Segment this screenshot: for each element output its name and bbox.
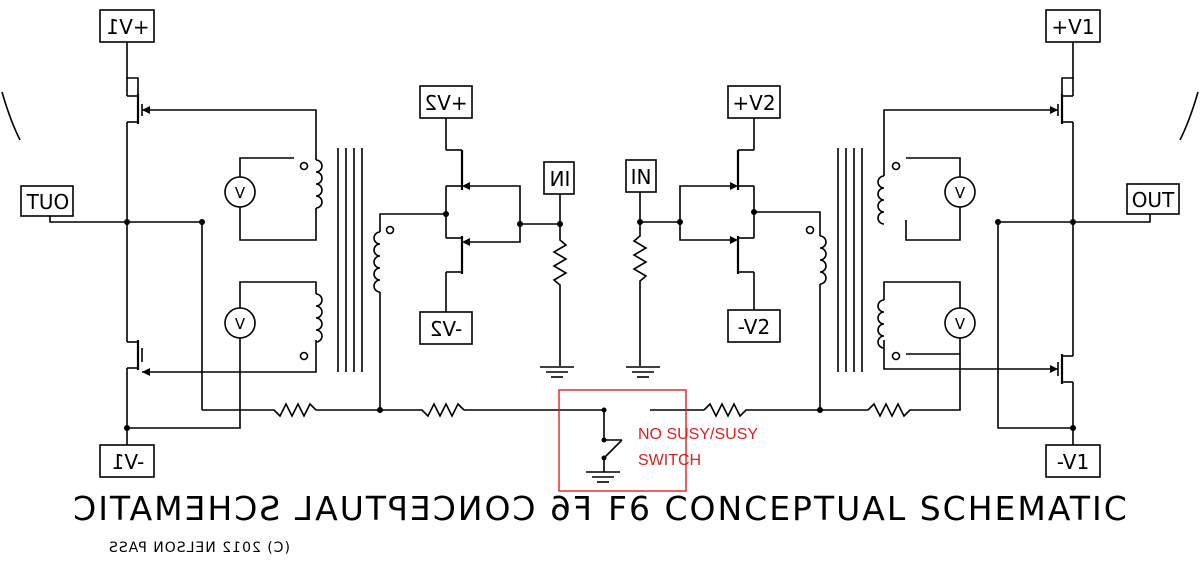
copyright-mirrored: (C) 2012 NELSON PASS (108, 540, 290, 556)
supply-box-vminus1-right: -V1 (1045, 444, 1101, 478)
voltmeter-lower-right: V (944, 307, 976, 339)
supply-label-vplus2-left: +V2 (424, 91, 467, 115)
driver-jfet-pair-right (730, 149, 754, 274)
edge-arc-left (1, 91, 21, 141)
feedback-resistor-right-1 (703, 402, 820, 418)
output-mosfet-upper-right (1050, 94, 1073, 124)
title-left-mirrored: F6 CONCEPTUAL SCHEMATIC (71, 489, 592, 528)
edge-arc-right (1179, 91, 1199, 141)
switch-annotation-line1: NO SUSY/SUSY (638, 426, 758, 443)
supply-label-vplus2-right: +V2 (732, 91, 775, 115)
supply-label-vminus1-left: -V1 (112, 450, 144, 474)
switch-highlight-box (558, 389, 687, 492)
title-right: F6 CONCEPTUAL SCHEMATIC (608, 489, 1129, 528)
transformer-primary-right (805, 225, 827, 285)
input-label-left: IN (550, 167, 571, 191)
supply-label-vplus1-left: +V1 (106, 15, 149, 39)
right-half-circuit: +V1 -V1 (625, 9, 1180, 478)
input-box-right: IN (625, 159, 657, 193)
switch-annotation-line2: SWITCH (638, 452, 701, 469)
feedback-resistor-right-2 (867, 354, 961, 418)
ground-symbol-right (626, 366, 660, 378)
susy-switch (556, 407, 623, 483)
supply-label-vminus2-left: -V2 (430, 317, 462, 341)
transformer-secondary-lower-right (877, 299, 901, 361)
transformer-secondary-upper-right (877, 161, 901, 225)
input-label-right: IN (631, 165, 652, 189)
left-half-circuit-mirrored (20, 9, 575, 478)
output-label-right: OUT (1132, 188, 1175, 212)
output-box-right: OUT (1126, 183, 1180, 215)
voltmeter-label: V (955, 315, 966, 333)
voltmeter-upper-right: V (944, 176, 976, 208)
voltmeter-label: V (234, 184, 245, 202)
supply-box-vplus2-right: +V2 (727, 85, 781, 119)
supply-label-vminus2-right: -V2 (738, 315, 770, 339)
transformer-core-right (837, 148, 863, 372)
supply-label-vminus1-right: -V1 (1057, 450, 1089, 474)
left-half-labels: +V1 -V1 OUT +V2 -V2 IN V V (26, 15, 571, 474)
output-label-left: OUT (26, 190, 69, 214)
input-resistor-right (632, 222, 648, 366)
supply-box-vminus2-right: -V2 (727, 309, 781, 343)
voltmeter-label: V (955, 184, 966, 202)
supply-box-vplus1-right: +V1 (1045, 9, 1101, 43)
supply-label-vplus1-right: +V1 (1051, 15, 1094, 39)
voltmeter-label: V (234, 315, 245, 333)
